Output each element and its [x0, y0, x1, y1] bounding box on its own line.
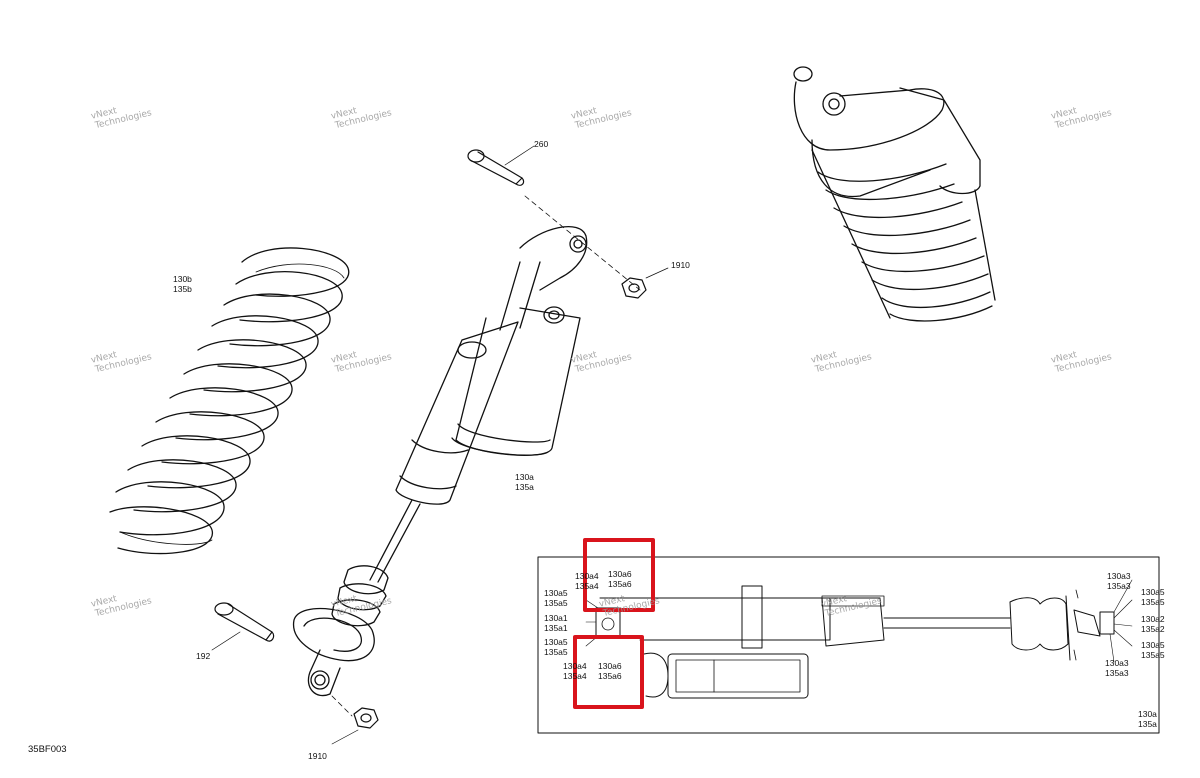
- shock-absorber: [293, 226, 588, 717]
- coil-spring: [109, 247, 350, 555]
- highlight-box-bottom: [573, 635, 644, 709]
- shock-assembled-view: [793, 66, 996, 322]
- callout-1910-top: 1910: [671, 260, 690, 270]
- callout-192: 192: [196, 651, 211, 661]
- highlight-box-top: [583, 538, 655, 612]
- bolt-260: [467, 145, 641, 291]
- nut-1910-top: [621, 267, 669, 299]
- figure-code: 35BF003: [28, 744, 67, 755]
- highlight-boxes: [573, 538, 655, 709]
- callout-260: 260: [534, 139, 549, 149]
- nut-1910-bottom: [331, 707, 379, 745]
- callout-1910-bottom: 1910: [308, 751, 327, 761]
- bolt-192: [211, 602, 275, 651]
